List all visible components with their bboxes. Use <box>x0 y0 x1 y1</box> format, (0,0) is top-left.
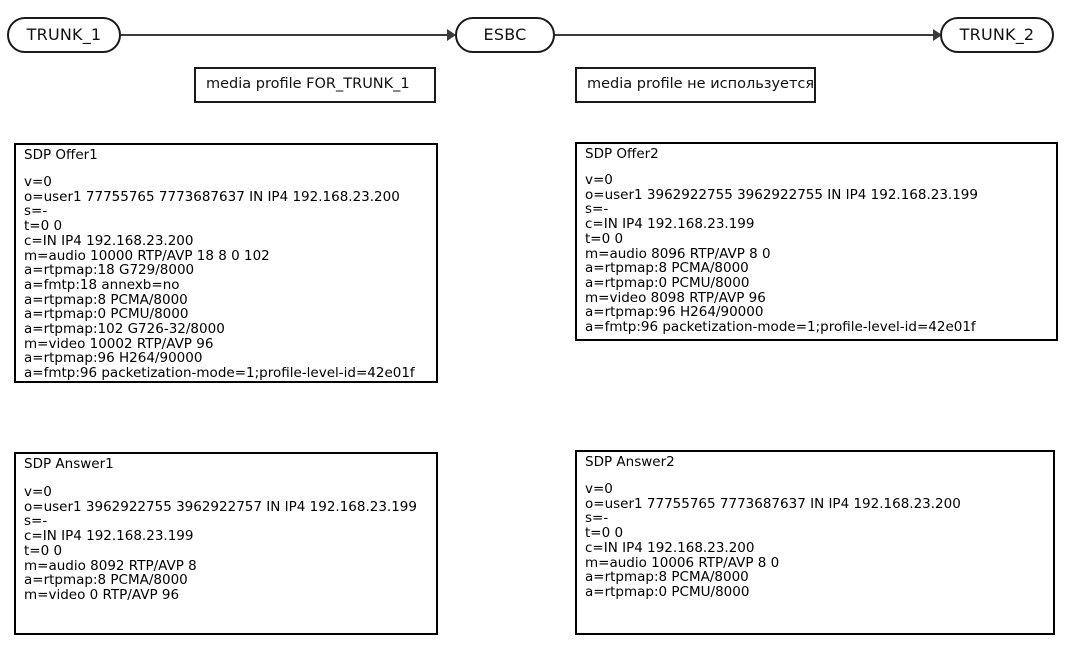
sdp-answer2-box: SDP Answer2 v=0 o=user1 77755765 7773687… <box>575 450 1055 635</box>
node-trunk-2-label: TRUNK_2 <box>959 25 1035 44</box>
annotation-media-profile-trunk1-text: media profile FOR_TRUNK_1 <box>206 76 410 93</box>
sdp-offer1-title: SDP Offer1 <box>24 147 98 163</box>
sdp-offer2-title: SDP Offer2 <box>585 146 659 162</box>
annotation-media-profile-trunk2: media profile не используется <box>575 67 816 103</box>
node-esbc-label: ESBC <box>483 25 527 44</box>
sdp-offer2-box: SDP Offer2 v=0 o=user1 3962922755 396292… <box>575 142 1058 341</box>
node-esbc[interactable]: ESBC <box>455 17 555 53</box>
node-trunk-1-label: TRUNK_1 <box>26 25 102 44</box>
node-trunk-2[interactable]: TRUNK_2 <box>940 17 1054 53</box>
sdp-answer1-body: v=0 o=user1 3962922755 3962922757 IN IP4… <box>24 484 417 603</box>
arrow-right-icon <box>933 29 942 41</box>
sdp-offer2-body: v=0 o=user1 3962922755 3962922755 IN IP4… <box>585 172 978 336</box>
arrow-right-icon <box>447 29 456 41</box>
sdp-answer1-box: SDP Answer1 v=0 o=user1 3962922755 39629… <box>14 452 438 635</box>
sdp-answer1-title: SDP Answer1 <box>24 456 114 472</box>
annotation-media-profile-trunk1: media profile FOR_TRUNK_1 <box>194 67 436 103</box>
node-trunk-1[interactable]: TRUNK_1 <box>7 17 121 53</box>
link-trunk1-to-esbc <box>121 34 448 36</box>
sdp-offer1-body: v=0 o=user1 77755765 7773687637 IN IP4 1… <box>24 174 415 382</box>
sdp-answer2-title: SDP Answer2 <box>585 454 675 470</box>
annotation-media-profile-trunk2-text: media profile не используется <box>587 76 815 93</box>
link-esbc-to-trunk2 <box>555 34 934 36</box>
sdp-answer2-body: v=0 o=user1 77755765 7773687637 IN IP4 1… <box>585 481 961 600</box>
sdp-offer1-box: SDP Offer1 v=0 o=user1 77755765 77736876… <box>14 143 438 383</box>
